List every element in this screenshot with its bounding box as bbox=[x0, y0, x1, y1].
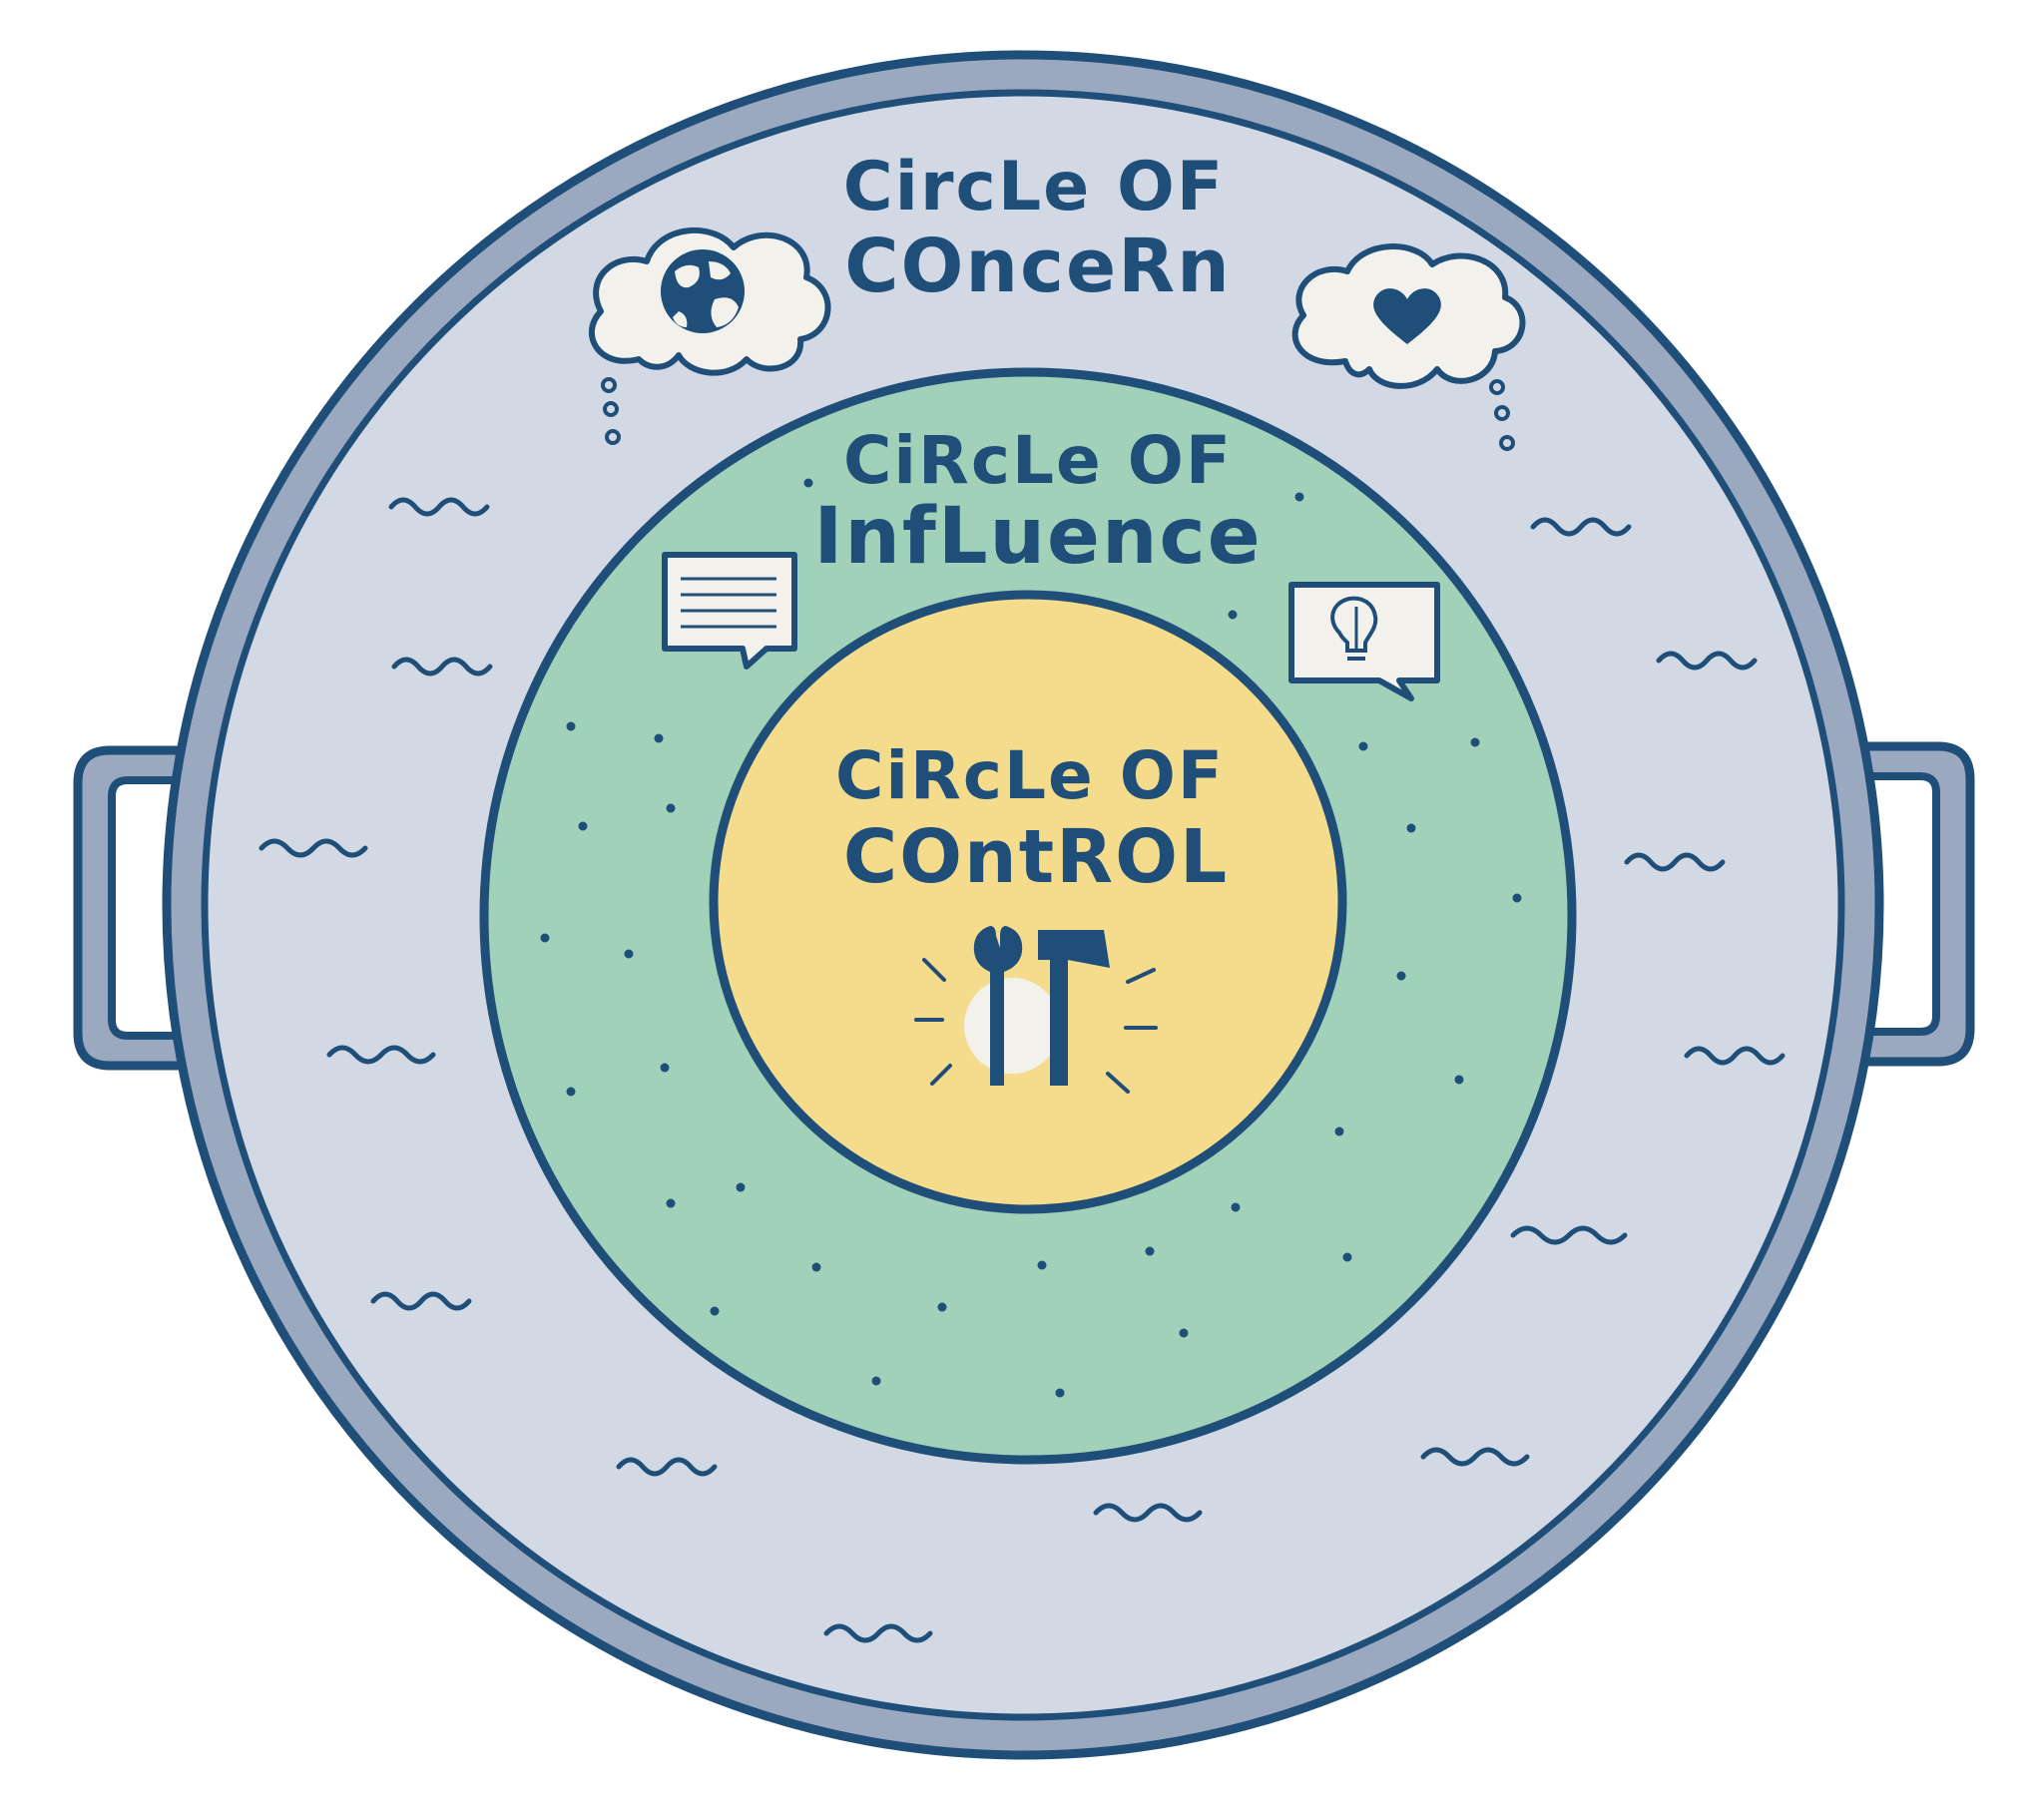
influence-title-line-2: InfLuence bbox=[813, 492, 1262, 582]
concern-title-line-2: COnceRn bbox=[844, 224, 1232, 309]
circle-of-control bbox=[709, 590, 1347, 1214]
influence-dot-marks bbox=[540, 478, 1522, 1398]
globe-thought-cloud-icon bbox=[588, 226, 831, 445]
lightbulb-speech-bubble-icon bbox=[1288, 582, 1440, 701]
control-title-line-2: COntROL bbox=[843, 814, 1229, 900]
wrench-hammer-tools-icon bbox=[914, 926, 1158, 1094]
control-title-line-1: CiRcLe OF bbox=[835, 737, 1225, 814]
concern-wave-marks bbox=[258, 497, 1786, 1643]
heart-thought-cloud-icon bbox=[1291, 243, 1526, 451]
influence-title-line-1: CiRcLe OF bbox=[843, 422, 1233, 499]
concern-title-line-1: CircLe OF bbox=[843, 148, 1225, 226]
speech-bubble-lines-icon bbox=[662, 552, 797, 670]
